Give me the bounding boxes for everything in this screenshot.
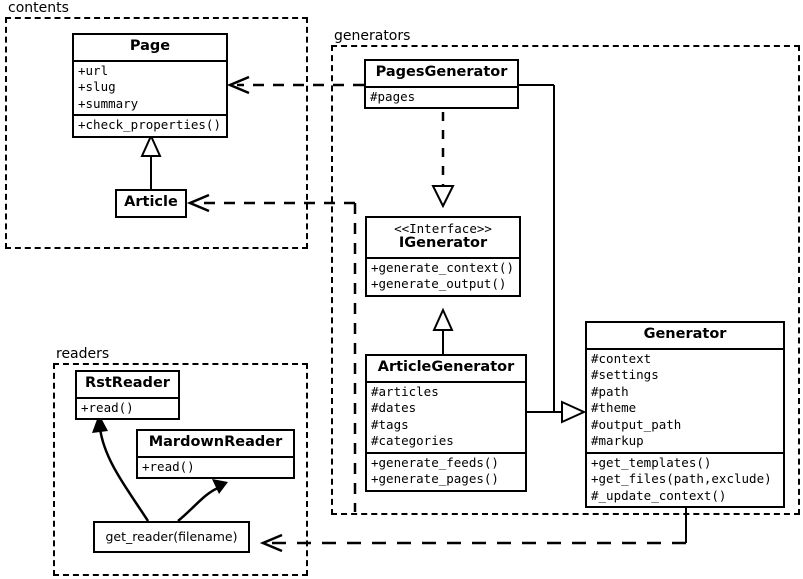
method: #_update_context()	[591, 487, 727, 503]
divider	[367, 451, 525, 454]
methods-compartment: +generate_feeds() +generate_pages()	[367, 454, 525, 490]
package-readers	[53, 363, 308, 576]
attribute: #pages	[370, 88, 416, 104]
divider	[587, 451, 783, 454]
class-name-article-generator: ArticleGenerator	[377, 359, 515, 375]
method: +generate_pages()	[371, 471, 499, 487]
methods-compartment: +generate_context() +generate_output()	[367, 259, 519, 295]
divider	[77, 396, 178, 399]
class-box-generator[interactable]: Generator #context #settings #path #them…	[585, 321, 785, 509]
method: +read()	[142, 458, 195, 474]
package-readers-label: readers	[54, 346, 112, 362]
attribute: #articles	[371, 383, 439, 399]
method: +check_properties()	[78, 117, 221, 133]
divider	[138, 455, 293, 458]
divider	[367, 380, 525, 383]
attribute: +slug	[78, 79, 116, 95]
class-stereotype: <<Interface>>	[394, 221, 492, 236]
divider	[367, 256, 519, 259]
attributes-compartment: #context #settings #path #theme #output_…	[587, 350, 783, 452]
attribute: #path	[591, 383, 629, 399]
methods-compartment: +check_properties()	[74, 116, 226, 136]
attribute: #settings	[591, 367, 659, 383]
package-contents	[5, 17, 308, 249]
attributes-compartment: #articles #dates #tags #categories	[367, 383, 525, 452]
class-title: IGenerator	[398, 234, 488, 251]
class-name-mardown-reader: MardownReader	[148, 434, 283, 450]
attribute: #theme	[591, 400, 637, 416]
package-generators-label: generators	[332, 28, 413, 44]
class-box-igenerator[interactable]: <<Interface>> IGenerator +generate_conte…	[365, 216, 521, 297]
package-contents-label: contents	[6, 0, 71, 16]
method: +read()	[81, 399, 134, 415]
class-name-rst-reader: RstReader	[85, 375, 170, 391]
methods-compartment: +get_templates() +get_files(path,exclude…	[587, 454, 783, 507]
attributes-compartment: #pages	[366, 88, 517, 108]
attribute: #output_path	[591, 416, 682, 432]
class-box-rst-reader[interactable]: RstReader +read()	[75, 370, 180, 421]
attribute: #tags	[371, 416, 409, 432]
class-name-article: Article	[124, 194, 178, 210]
attribute: #markup	[591, 433, 644, 449]
class-box-page[interactable]: Page +url +slug +summary +check_properti…	[72, 33, 228, 138]
methods-compartment: +read()	[77, 399, 178, 419]
divider	[587, 347, 783, 350]
class-box-mardown-reader[interactable]: MardownReader +read()	[136, 429, 295, 480]
divider	[74, 114, 226, 117]
method: +generate_output()	[371, 276, 507, 292]
method: +get_files(path,exclude)	[591, 471, 772, 487]
attribute: #categories	[371, 433, 454, 449]
function-box-get-reader[interactable]: get_reader(filename)	[93, 521, 250, 553]
method: +generate_context()	[371, 259, 514, 275]
attribute: +summary	[78, 95, 139, 111]
divider	[366, 85, 517, 88]
divider	[74, 59, 226, 62]
attribute: #context	[591, 350, 652, 366]
class-box-pages-generator[interactable]: PagesGenerator #pages	[364, 59, 519, 110]
method: +generate_feeds()	[371, 454, 499, 470]
method: +get_templates()	[591, 454, 712, 470]
attribute: +url	[78, 62, 109, 78]
attribute: #dates	[371, 400, 417, 416]
class-name-igenerator: <<Interface>> IGenerator	[367, 218, 519, 257]
class-name-page: Page	[129, 38, 171, 54]
class-name-pages-generator: PagesGenerator	[375, 64, 508, 80]
function-name-get-reader: get_reader(filename)	[105, 529, 238, 544]
attributes-compartment: +url +slug +summary	[74, 62, 226, 115]
class-name-generator: Generator	[643, 326, 727, 342]
methods-compartment: +read()	[138, 458, 293, 478]
class-box-article-generator[interactable]: ArticleGenerator #articles #dates #tags …	[365, 354, 527, 492]
class-box-article[interactable]: Article	[115, 189, 187, 218]
package-generators	[331, 45, 800, 515]
